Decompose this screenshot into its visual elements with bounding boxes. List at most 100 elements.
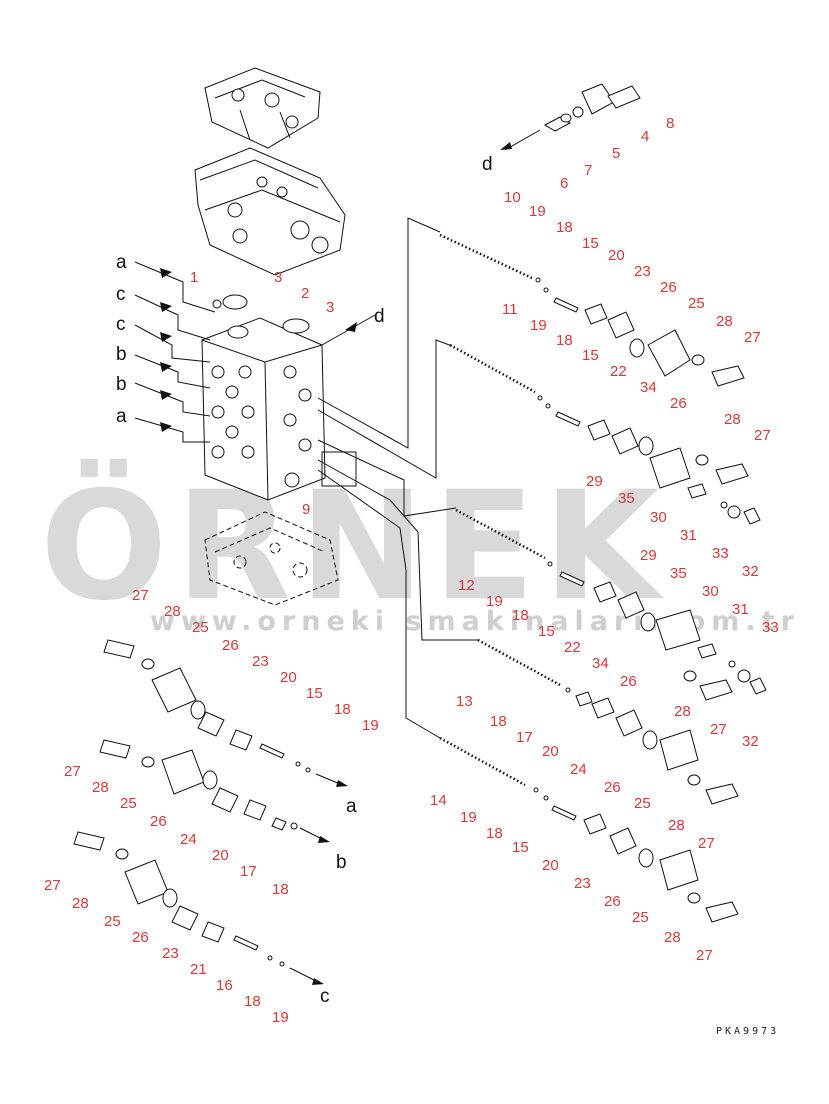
callout-number: 20 <box>212 847 229 864</box>
callout-number: 19 <box>486 593 503 610</box>
callout-number: 30 <box>650 509 667 526</box>
callout-number: 28 <box>668 817 685 834</box>
callout-number: 15 <box>538 623 555 640</box>
watermark-brand: ÖRNEK <box>40 458 667 634</box>
callout-number: 28 <box>716 313 733 330</box>
callout-number: 3 <box>274 269 282 286</box>
port-label: d <box>374 306 385 327</box>
callout-number: 19 <box>530 317 547 334</box>
callout-number: 11 <box>502 301 518 318</box>
callout-number: 28 <box>664 929 681 946</box>
callout-number: 26 <box>620 673 637 690</box>
callout-number: 1 <box>190 269 198 286</box>
callout-number: 15 <box>582 347 599 364</box>
callout-number: 20 <box>608 247 625 264</box>
callout-number: 23 <box>162 945 179 962</box>
callout-number: 15 <box>306 685 323 702</box>
port-label: b <box>116 344 127 365</box>
callout-number: 15 <box>582 235 599 252</box>
left-assembly-b <box>99 739 330 843</box>
upper-valve-block-part <box>194 147 346 276</box>
main-valve-body <box>201 294 326 501</box>
callout-number: 33 <box>762 619 779 636</box>
callout-number: 26 <box>660 279 677 296</box>
callout-number: 23 <box>574 875 591 892</box>
callout-number: 18 <box>334 701 351 718</box>
callout-number: 25 <box>632 909 649 926</box>
spools <box>439 233 563 787</box>
callout-number: 24 <box>570 761 587 778</box>
port-label: a <box>116 252 127 273</box>
callout-number: 32 <box>742 563 759 580</box>
callout-number: 15 <box>512 839 529 856</box>
callout-number: 18 <box>486 825 503 842</box>
callout-number: 23 <box>252 653 269 670</box>
callout-number: 26 <box>670 395 687 412</box>
port-label: c <box>116 284 126 305</box>
callout-number: 10 <box>504 189 521 206</box>
callout-number: 25 <box>688 295 705 312</box>
port-label: c <box>116 314 126 335</box>
callout-number: 27 <box>710 721 727 738</box>
callout-number: 2 <box>301 285 309 302</box>
callout-number: 34 <box>640 379 657 396</box>
callout-number: 6 <box>560 175 568 192</box>
callout-number: 18 <box>512 607 529 624</box>
callout-number: 26 <box>150 813 167 830</box>
callout-number: 27 <box>696 947 713 964</box>
callout-number: 25 <box>634 795 651 812</box>
callout-number: 32 <box>742 733 759 750</box>
port-letters: a c c b b a d d a b c <box>116 154 493 1007</box>
callout-numbers: 1 2 3 3 4 5 6 7 8 9 10 19 18 15 20 23 26… <box>44 115 779 1026</box>
callout-number: 3 <box>326 299 334 316</box>
callout-number: 26 <box>604 893 621 910</box>
top-cover-part <box>204 67 321 149</box>
callout-number: 27 <box>44 877 61 894</box>
callout-number: 18 <box>272 881 289 898</box>
port-label: d <box>482 154 493 175</box>
callout-number: 26 <box>222 637 239 654</box>
spool-5-parts <box>533 787 739 923</box>
callout-number: 5 <box>612 145 620 162</box>
callout-number: 19 <box>362 717 379 734</box>
callout-number: 29 <box>586 473 603 490</box>
port-arrows-left <box>134 261 376 443</box>
callout-number: 19 <box>272 1009 289 1026</box>
port-label: b <box>116 374 127 395</box>
callout-number: 27 <box>132 587 149 604</box>
watermark: ÖRNEK www.orneki smakinalari.com.tr <box>40 458 794 637</box>
callout-number: 13 <box>456 693 473 710</box>
left-assembly-c <box>73 831 324 985</box>
callout-number: 28 <box>72 895 89 912</box>
leader-lines <box>317 217 478 739</box>
callout-number: 23 <box>634 263 651 280</box>
lower-valve-body-dashed <box>204 511 339 606</box>
callout-number: 33 <box>712 545 729 562</box>
callout-number: 16 <box>216 977 233 994</box>
callout-number: 22 <box>564 639 581 656</box>
port-label: b <box>336 852 347 873</box>
spool-4-parts <box>565 687 739 805</box>
callout-number: 27 <box>744 329 761 346</box>
callout-number: 18 <box>556 332 573 349</box>
callout-number: 17 <box>240 863 257 880</box>
callout-number: 14 <box>430 792 447 809</box>
callout-number: 22 <box>610 363 627 380</box>
callout-number: 7 <box>584 162 592 179</box>
callout-number: 34 <box>592 655 609 672</box>
callout-number: 20 <box>542 857 559 874</box>
callout-number: 20 <box>280 669 297 686</box>
callout-number: 29 <box>640 547 657 564</box>
spool-3-parts <box>547 561 767 701</box>
callout-number: 35 <box>618 490 635 507</box>
callout-number: 19 <box>460 809 477 826</box>
callout-number: 31 <box>680 527 697 544</box>
callout-number: 18 <box>490 713 507 730</box>
callout-number: 17 <box>516 729 533 746</box>
callout-number: 27 <box>64 763 81 780</box>
callout-number: 8 <box>666 115 674 132</box>
port-label: a <box>346 796 357 817</box>
left-assembly-a <box>103 639 348 787</box>
callout-number: 24 <box>180 831 197 848</box>
